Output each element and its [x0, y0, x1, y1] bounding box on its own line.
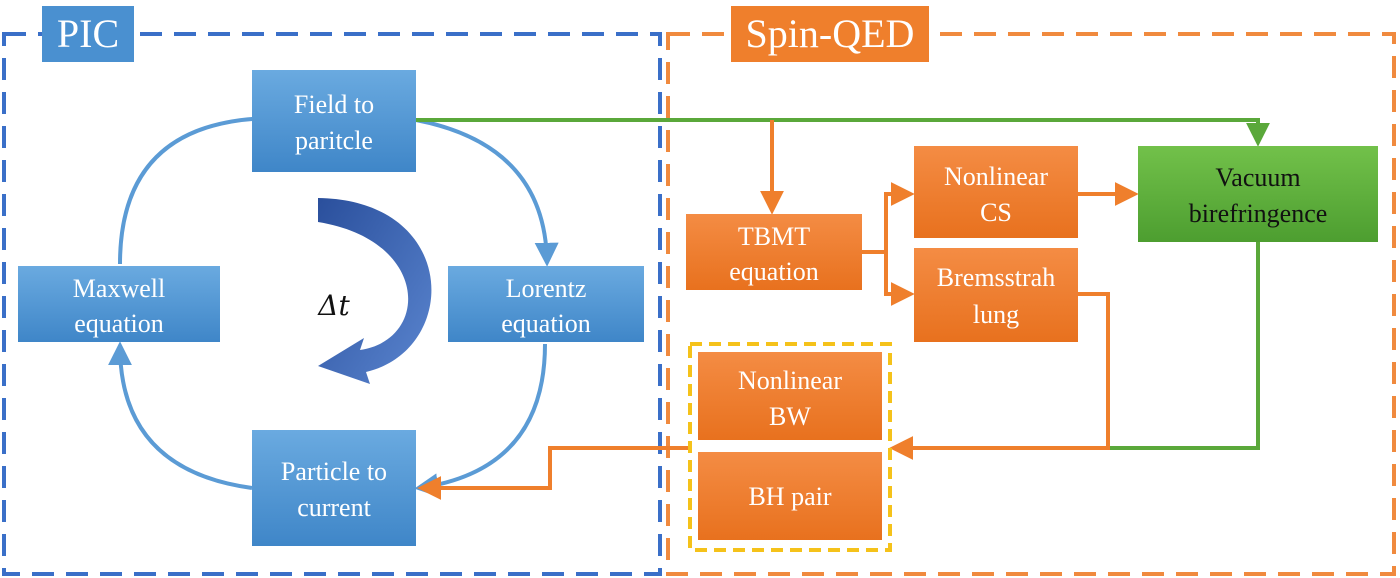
node-nonlinear-cs: Nonlinear CS — [914, 146, 1078, 238]
node-bremsstrahlung: Bremsstrah lung — [914, 248, 1078, 342]
svg-text:Nonlinear: Nonlinear — [944, 162, 1048, 191]
svg-text:BW: BW — [769, 402, 811, 431]
node-tbmt-equation: TBMT equation — [686, 214, 862, 290]
svg-text:equation: equation — [501, 309, 591, 338]
node-bh-pair: BH pair — [698, 452, 882, 540]
link-vacuum-return — [1108, 242, 1260, 450]
svg-text:Particle to: Particle to — [281, 457, 387, 486]
node-particle-to-current: Particle to current — [252, 430, 416, 546]
pic-title: PIC — [57, 11, 119, 56]
spin-qed-title: Spin-QED — [746, 11, 915, 56]
svg-text:Nonlinear: Nonlinear — [738, 366, 842, 395]
svg-text:paritcle: paritcle — [295, 126, 373, 155]
link-tbmt-to-brems — [884, 252, 915, 306]
arc-field-to-lorentz — [415, 118, 559, 267]
arc-current-to-maxwell — [108, 341, 253, 490]
svg-text:CS: CS — [980, 198, 1012, 227]
svg-text:Vacuum: Vacuum — [1215, 163, 1300, 192]
pic-region-border — [2, 32, 662, 576]
svg-text:current: current — [297, 493, 371, 522]
link-tbmt-to-cs — [884, 182, 915, 252]
timestep-label: Δt — [317, 289, 350, 322]
svg-text:equation: equation — [74, 309, 164, 338]
arc-lorentz-to-current — [414, 343, 547, 498]
spin-qed-title-badge: Spin-QED — [731, 6, 929, 62]
svg-text:Maxwell: Maxwell — [73, 274, 165, 303]
link-brems-to-bw — [889, 292, 1110, 460]
link-field-to-vacuum — [416, 118, 1270, 147]
svg-text:Bremsstrah: Bremsstrah — [937, 263, 1055, 292]
svg-text:birefringence: birefringence — [1189, 199, 1328, 228]
arc-maxwell-to-field — [118, 106, 277, 265]
link-pairs-to-current — [417, 446, 690, 500]
svg-text:lung: lung — [973, 300, 1019, 329]
spin-qed-region-border — [666, 32, 1396, 576]
node-field-to-particle: Field to paritcle — [252, 70, 416, 172]
pair-production-group — [688, 342, 892, 552]
svg-text:TBMT: TBMT — [738, 222, 810, 251]
node-lorentz-equation: Lorentz equation — [448, 266, 644, 342]
svg-text:Field to: Field to — [294, 90, 374, 119]
node-nonlinear-bw: Nonlinear BW — [698, 352, 882, 440]
svg-text:equation: equation — [729, 257, 819, 286]
pic-title-badge: PIC — [42, 6, 134, 62]
node-vacuum-birefringence: Vacuum birefringence — [1138, 146, 1378, 242]
timestep-arrow-icon — [318, 198, 432, 384]
svg-text:Lorentz: Lorentz — [506, 274, 587, 303]
node-maxwell-equation: Maxwell equation — [18, 266, 220, 342]
svg-text:BH pair: BH pair — [748, 482, 831, 511]
